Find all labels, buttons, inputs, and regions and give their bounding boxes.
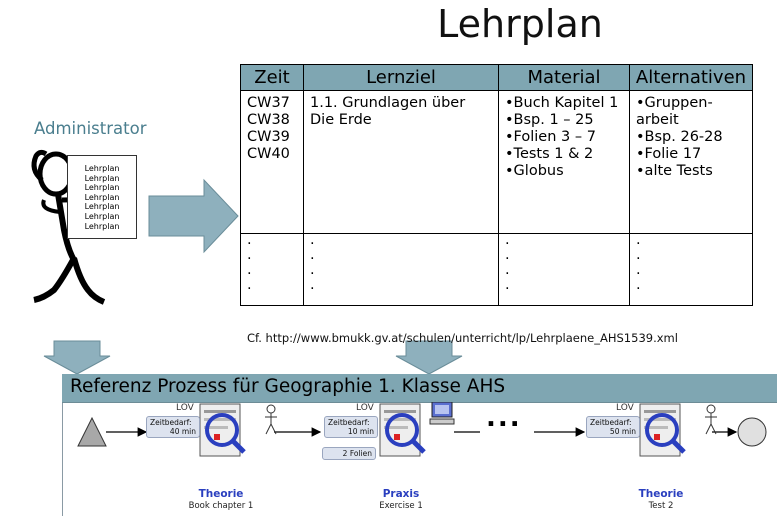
lov-label: LOV xyxy=(616,403,634,413)
text-line: CW37 xyxy=(247,95,290,111)
time-value: 40 min xyxy=(169,427,196,436)
dot: · xyxy=(247,251,252,267)
text-line: 1.1. Grundlagen über xyxy=(310,95,466,111)
lov-label: LOV xyxy=(176,403,194,413)
text-line: Die Erde xyxy=(310,112,372,128)
person-icon xyxy=(265,404,277,435)
stage-sub: Exercise 1 xyxy=(379,501,423,511)
dot: · xyxy=(636,266,641,282)
time-label: Zeitbedarf: xyxy=(150,418,192,427)
column-header-alternativen: Alternativen xyxy=(629,64,753,91)
text-line: •Gruppen- xyxy=(636,95,713,111)
text-line: •Globus xyxy=(505,163,564,179)
lehrplan-table: Zeit Lernziel Material Alternativen CW37… xyxy=(240,64,753,306)
process-flow xyxy=(77,402,767,457)
time-value: 10 min xyxy=(347,427,374,436)
text-line: •Folie 17 xyxy=(636,146,702,162)
cell-alternativen: · · · · xyxy=(629,233,753,306)
down-arrow-icon xyxy=(395,340,463,375)
document-line: Lehrplan xyxy=(84,221,120,231)
dot: · xyxy=(310,236,315,252)
text-line: •Buch Kapitel 1 xyxy=(505,95,619,111)
document-line: Lehrplan xyxy=(84,211,120,221)
dot: · xyxy=(636,251,641,267)
text-line: arbeit xyxy=(636,112,679,128)
computer-icon xyxy=(429,402,455,425)
stage-sub: Book chapter 1 xyxy=(188,501,254,511)
cell-lernziel: · · · · xyxy=(303,233,499,306)
dot: · xyxy=(247,236,252,252)
dot: · xyxy=(310,251,315,267)
column-header-zeit: Zeit xyxy=(240,64,304,91)
cell-material: · · · · xyxy=(498,233,630,306)
start-node xyxy=(77,416,107,447)
ellipsis: ... xyxy=(486,403,522,433)
document-magnifier-icon xyxy=(199,403,246,457)
end-node xyxy=(737,417,767,447)
text-line: •Bsp. 1 – 25 xyxy=(505,112,594,128)
dot: · xyxy=(636,281,641,297)
administrator-label: Administrator xyxy=(34,119,147,138)
text-line: •Tests 1 & 2 xyxy=(505,146,594,162)
cell-zeit: CW37 CW38 CW39 CW40 xyxy=(240,90,304,234)
text-line: •alte Tests xyxy=(636,163,713,179)
dot: · xyxy=(247,281,252,297)
dot: · xyxy=(505,236,510,252)
person-icon xyxy=(705,404,717,435)
time-label: Zeitbedarf: xyxy=(590,418,632,427)
lov-label: LOV xyxy=(356,403,374,413)
time-tag: Zeitbedarf: 10 min xyxy=(324,416,378,438)
dot: · xyxy=(505,251,510,267)
cell-material: •Buch Kapitel 1 •Bsp. 1 – 25 •Folien 3 –… xyxy=(498,90,630,234)
document-line: Lehrplan xyxy=(84,183,120,193)
stage-label: Theorie xyxy=(638,488,684,500)
stage-label: Praxis xyxy=(382,488,420,500)
process-title: Referenz Prozess für Geographie 1. Klass… xyxy=(70,376,506,397)
document-magnifier-icon xyxy=(379,403,426,457)
text-line: •Bsp. 26-28 xyxy=(636,129,723,145)
dot: · xyxy=(247,266,252,282)
cell-alternativen: •Gruppen- arbeit •Bsp. 26-28 •Folie 17 •… xyxy=(629,90,753,234)
right-arrow-icon xyxy=(148,178,239,254)
text-line: •Folien 3 – 7 xyxy=(505,129,596,145)
dot: · xyxy=(505,281,510,297)
lehrplan-document: Lehrplan Lehrplan Lehrplan Lehrplan Lehr… xyxy=(67,155,137,239)
document-line: Lehrplan xyxy=(84,173,120,183)
process-header xyxy=(62,374,777,403)
column-header-lernziel: Lernziel xyxy=(303,64,499,91)
cell-zeit: · · · · xyxy=(240,233,304,306)
document-line: Lehrplan xyxy=(84,192,120,202)
time-tag: Zeitbedarf: 40 min xyxy=(146,416,200,438)
time-tag: Zeitbedarf: 50 min xyxy=(586,416,640,438)
source-note: Cf. http://www.bmukk.gv.at/schulen/unter… xyxy=(247,331,678,345)
document-line: Lehrplan xyxy=(84,202,120,212)
time-label: Zeitbedarf: xyxy=(328,418,370,427)
folien-tag: 2 Folien xyxy=(322,447,376,460)
page-title: Lehrplan xyxy=(437,2,603,46)
column-header-material: Material xyxy=(498,64,630,91)
table-row: · · · · · · · · · · · · · · · · xyxy=(240,233,753,306)
cell-lernziel: 1.1. Grundlagen über Die Erde xyxy=(303,90,499,234)
text-line: CW40 xyxy=(247,146,290,162)
stage-label: Theorie xyxy=(198,488,244,500)
table-row: CW37 CW38 CW39 CW40 1.1. Grundlagen über… xyxy=(240,90,753,234)
document-line: Lehrplan xyxy=(84,164,120,173)
dot: · xyxy=(310,281,315,297)
dot: · xyxy=(505,266,510,282)
text-line: CW38 xyxy=(247,112,290,128)
time-value: 50 min xyxy=(609,427,636,436)
text-line: CW39 xyxy=(247,129,290,145)
dot: · xyxy=(310,266,315,282)
down-arrow-icon xyxy=(43,340,111,375)
dot: · xyxy=(636,236,641,252)
document-magnifier-icon xyxy=(639,403,686,457)
stage-sub: Test 2 xyxy=(648,501,674,511)
